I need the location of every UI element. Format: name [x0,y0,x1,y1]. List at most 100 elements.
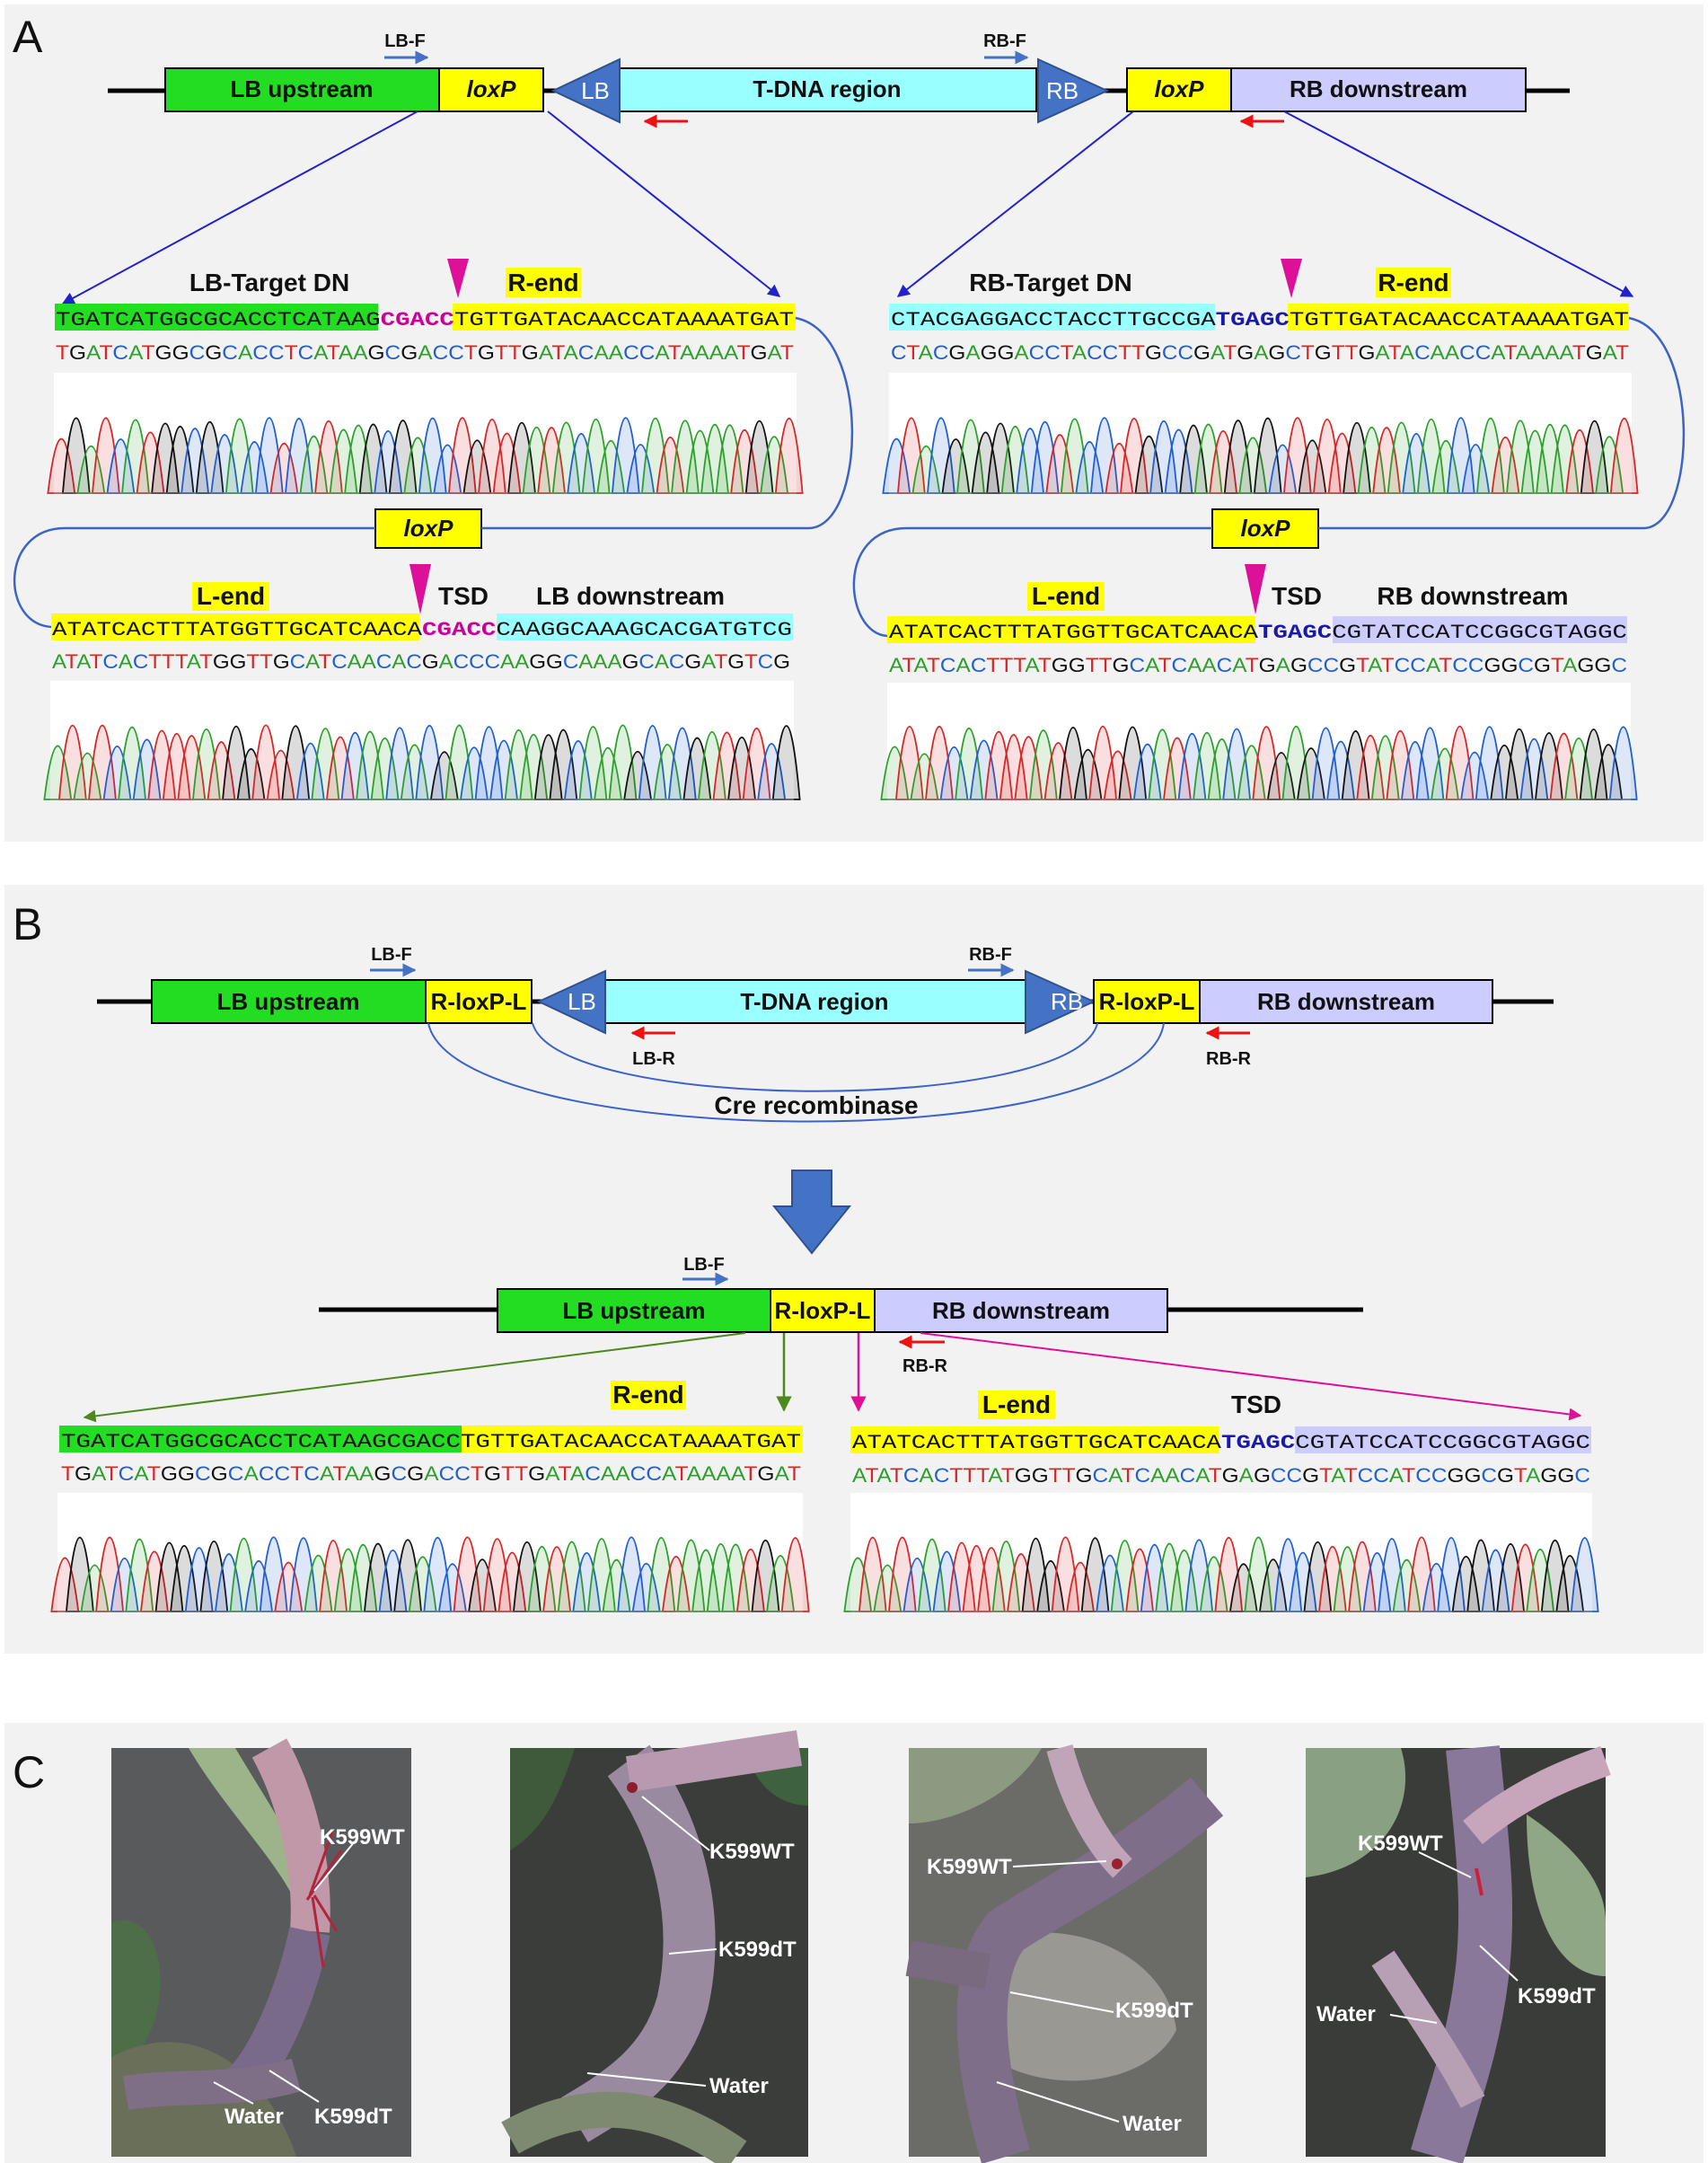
base-call: G [546,650,563,673]
base-call: T [559,1462,571,1485]
base-call: T [290,1462,304,1485]
base-call: G [1290,654,1307,676]
base-call: G [773,650,790,673]
chromatogram-peak [721,1543,751,1612]
chromatogram-peak [611,417,640,494]
chromatogram-peak [236,748,266,800]
chromatogram-peak [1372,427,1401,494]
seq-highlight-yellow [453,304,796,331]
chromatogram-peak [1080,1537,1110,1612]
chromatogram-peak [962,1545,991,1612]
base-call: C [669,650,685,673]
chromatogram-peak [1222,728,1252,800]
base-call: A [1239,1464,1255,1487]
base-call: C [331,650,348,673]
chromatogram-peak [918,1538,946,1612]
base-call: A [1331,1464,1346,1487]
base-call: A [593,650,607,673]
chromatogram-peak [751,1540,780,1612]
lb-upstream-label: LB upstream [217,988,360,1015]
chromatogram-peak [631,1563,661,1612]
wound-site [1475,1867,1483,1896]
r-end-title: R-end [507,269,578,296]
base-call: G [75,1462,92,1485]
chromatogram-peak [1510,1543,1540,1612]
base-call: G [529,650,546,673]
loxp-left-box [438,67,544,112]
chromatogram-peak [259,1536,288,1612]
lb-downstream-title: LB downstream [536,582,725,610]
base-call: G [1254,1464,1271,1487]
base-call: T [1381,654,1395,676]
base-call: C [639,341,656,364]
base-call: T [90,650,103,673]
seq-blue-part: TGAGC [1216,309,1290,331]
chromatogram-peak [1155,1543,1184,1612]
chromatogram-peak [47,437,76,494]
stem-shape [189,1748,323,1931]
base-call: C [563,650,579,673]
chromatogram-peak [1356,735,1386,800]
chromatogram-peak [110,1558,139,1612]
base-call: C [112,341,128,364]
base-call: T [1402,1464,1415,1487]
base-call: T [464,341,478,364]
base-call: A [1025,654,1040,676]
chromatogram-peak [858,1536,887,1612]
seq-lavender-part: CGTATCCATCCGGCGTAGGC [1295,1432,1590,1454]
base-call: C [1410,654,1426,676]
base-call: A [655,650,669,673]
wound-site [627,1782,638,1793]
loxp-right-label: loxP [1155,75,1205,102]
connector-line-left [852,526,1212,638]
stem-shape [561,1744,716,2142]
chromatogram-peak [991,1541,1021,1612]
seq-green-part: TGATCATGGCGCACCTCATAAG [56,309,381,331]
l-end-title-bg [1027,582,1105,611]
base-call: T [1001,1464,1015,1487]
chromatogram-area [57,1493,803,1611]
chromatogram-peak [1244,1536,1273,1612]
chromatogram-peak [774,417,804,494]
base-call: C [1029,341,1045,364]
base-call: A [52,650,66,673]
chromatogram-peak [887,1536,917,1612]
l-end-title: L-end [1032,582,1100,610]
chromatogram-peak [522,427,551,494]
base-call: T [999,654,1013,676]
base-call: T [1332,341,1345,364]
chromatogram-peak [344,425,373,494]
chromatogram-peak [533,734,563,800]
plant-photo-2: K599WT K599dT Water [501,1730,808,2163]
seq2-lavender-part: CGTATCCATCCGGCGTAGGC [1332,622,1627,644]
base-call: T [927,654,940,676]
chromatogram-peak [358,423,388,494]
cre-arc-outer [427,1022,1165,1123]
leaf-shape [510,1748,575,1850]
base-call: T [495,341,508,364]
base-call: A [1202,654,1217,676]
down-arrow [771,1170,852,1255]
seq2-highlight-yellow [887,616,1255,643]
seq-yellow-part: TGTTGATACAACCATAAAATGAT [1290,309,1629,331]
chromatogram-peak [415,724,445,800]
base-call: C [1459,341,1475,364]
base-call: A [243,1462,259,1485]
chromatogram-peak [1311,727,1341,800]
chromatogram-peak [429,751,459,800]
base-call: G [484,1462,501,1485]
chromatogram-trace-2 [880,725,1638,800]
chromatogram-trace-2 [43,724,801,800]
base-call: A [1150,1464,1166,1487]
chromatogram-peak [1491,437,1520,494]
chromatogram-peak [910,753,939,800]
chromatogram-peak [941,438,971,494]
chromatogram-peak [474,726,504,800]
chromatogram-peak [557,1541,586,1612]
called-bases-2: ATATCACTTTATGGTTGCATCAACATGAGCCGTATCCATC… [889,654,1627,676]
chromatogram-peak [1415,727,1445,800]
chromatogram-peak [1387,421,1416,494]
